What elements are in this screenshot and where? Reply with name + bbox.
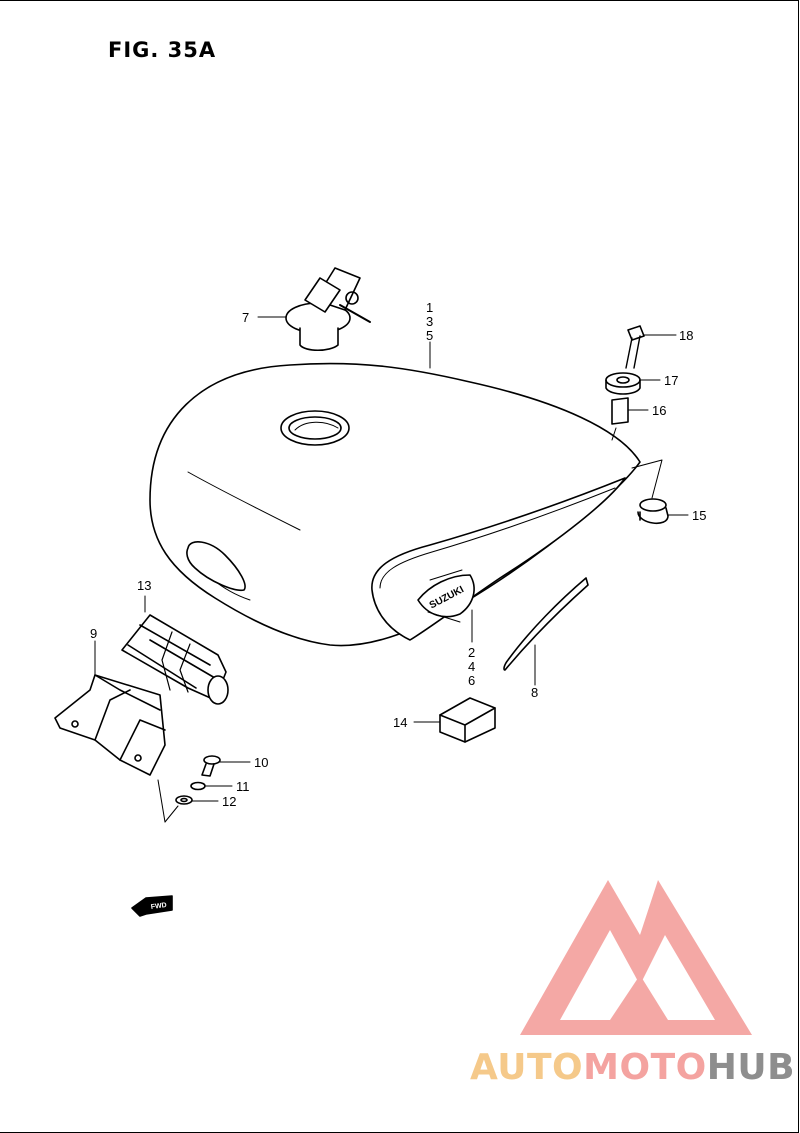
callout-4: 4 xyxy=(468,659,475,674)
rubber-cushion-part-13 xyxy=(121,614,229,705)
callout-13: 13 xyxy=(137,578,151,593)
callout-8: 8 xyxy=(531,685,538,700)
figure-title: FIG. 35A xyxy=(108,38,217,62)
callout-14: 14 xyxy=(393,715,407,730)
suzuki-emblem: SUZUKI xyxy=(417,569,475,623)
fuel-cap-part-7 xyxy=(285,267,371,352)
block-part-14 xyxy=(439,697,496,743)
fwd-label: FWD xyxy=(150,902,167,911)
callout-16: 16 xyxy=(652,403,666,418)
callout-11: 11 xyxy=(236,779,250,794)
callout-5: 5 xyxy=(426,328,433,343)
watermark-hub: HUB xyxy=(706,1047,796,1088)
screw-part-10 xyxy=(201,755,221,777)
callout-1: 1 xyxy=(426,300,433,315)
callout-3: 3 xyxy=(426,314,433,329)
fwd-arrow: FWD xyxy=(131,895,173,917)
callout-10: 10 xyxy=(254,755,268,770)
watermark-logo xyxy=(520,880,752,1035)
collar-part-16 xyxy=(611,397,629,441)
watermark-auto: AUTO xyxy=(470,1047,584,1088)
callout-17: 17 xyxy=(664,373,678,388)
fuel-tank: SUZUKI xyxy=(149,362,641,647)
bracket-part-9 xyxy=(54,674,166,776)
washer-part-12 xyxy=(175,795,193,805)
strip-part-8 xyxy=(503,577,589,671)
callout-12: 12 xyxy=(222,794,236,809)
callout-labels: 7 1 3 5 18 17 16 15 2 4 6 8 14 13 9 10 1… xyxy=(90,300,706,809)
callout-6: 6 xyxy=(468,673,475,688)
callout-7: 7 xyxy=(242,310,249,325)
callout-2: 2 xyxy=(468,645,475,660)
callout-18: 18 xyxy=(679,328,693,343)
callout-15: 15 xyxy=(692,508,706,523)
watermark-moto: MOTO xyxy=(583,1047,707,1088)
watermark-text: AUTOMOTOHUB xyxy=(470,1050,795,1086)
callout-9: 9 xyxy=(90,626,97,641)
leader-lines xyxy=(94,316,689,823)
cushion-part-15 xyxy=(631,459,669,524)
bolt-part-18 xyxy=(625,325,645,369)
washer-part-11 xyxy=(190,781,206,791)
grommet-part-17 xyxy=(605,372,641,395)
